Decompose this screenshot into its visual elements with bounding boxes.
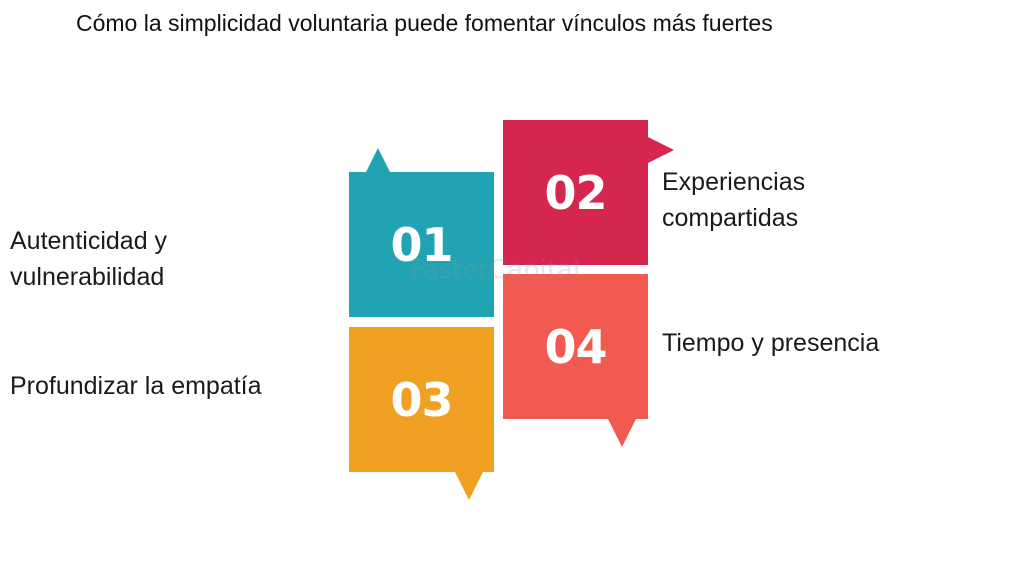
diagram-title: Cómo la simplicidad voluntaria puede fom…	[76, 10, 773, 36]
label-line: Tiempo y presencia	[662, 329, 880, 357]
block-01: 01	[349, 172, 494, 317]
block-02: 02	[503, 120, 648, 265]
block-04: 04	[503, 274, 648, 419]
label-line: Autenticidad y	[10, 227, 168, 255]
pointer-03	[455, 472, 483, 500]
pointer-04	[608, 419, 636, 447]
label-03: Profundizar la empatía	[10, 368, 262, 404]
label-line: vulnerabilidad	[10, 263, 165, 291]
label-line: Profundizar la empatía	[10, 372, 262, 400]
pointer-02	[648, 137, 674, 163]
pointer-01	[366, 148, 390, 172]
block-number: 02	[544, 165, 607, 220]
label-02: Experiencias compartidas	[662, 164, 805, 236]
label-line: Experiencias	[662, 168, 806, 196]
label-01: Autenticidad y vulnerabilidad	[10, 223, 167, 295]
block-number: 03	[390, 372, 453, 427]
block-number: 04	[544, 319, 607, 374]
block-number: 01	[390, 217, 453, 272]
block-03: 03	[349, 327, 494, 472]
watermark-text: FasterCapital	[410, 255, 581, 285]
label-line: compartidas	[662, 204, 799, 232]
label-04: Tiempo y presencia	[662, 325, 879, 361]
